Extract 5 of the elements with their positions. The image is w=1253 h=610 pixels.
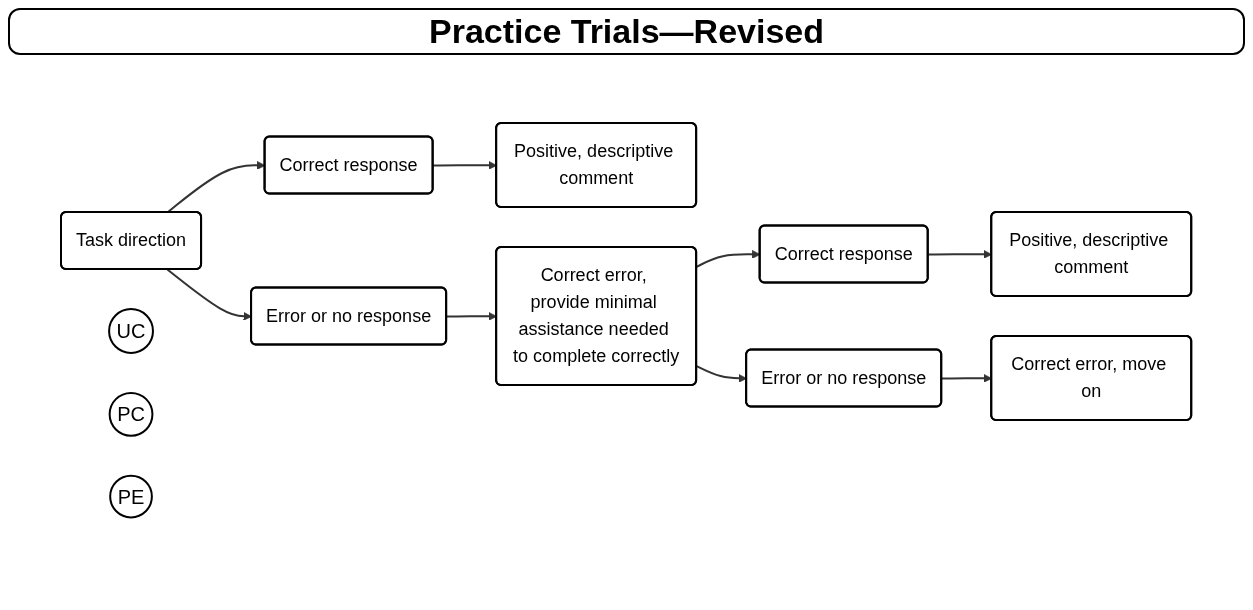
- node-circle: PC: [109, 391, 154, 437]
- node-circle: UC: [108, 307, 155, 354]
- arrow: [696, 249, 761, 268]
- title: Practice Trials—Revised: [8, 8, 1245, 55]
- node-circle: PE: [109, 474, 154, 519]
